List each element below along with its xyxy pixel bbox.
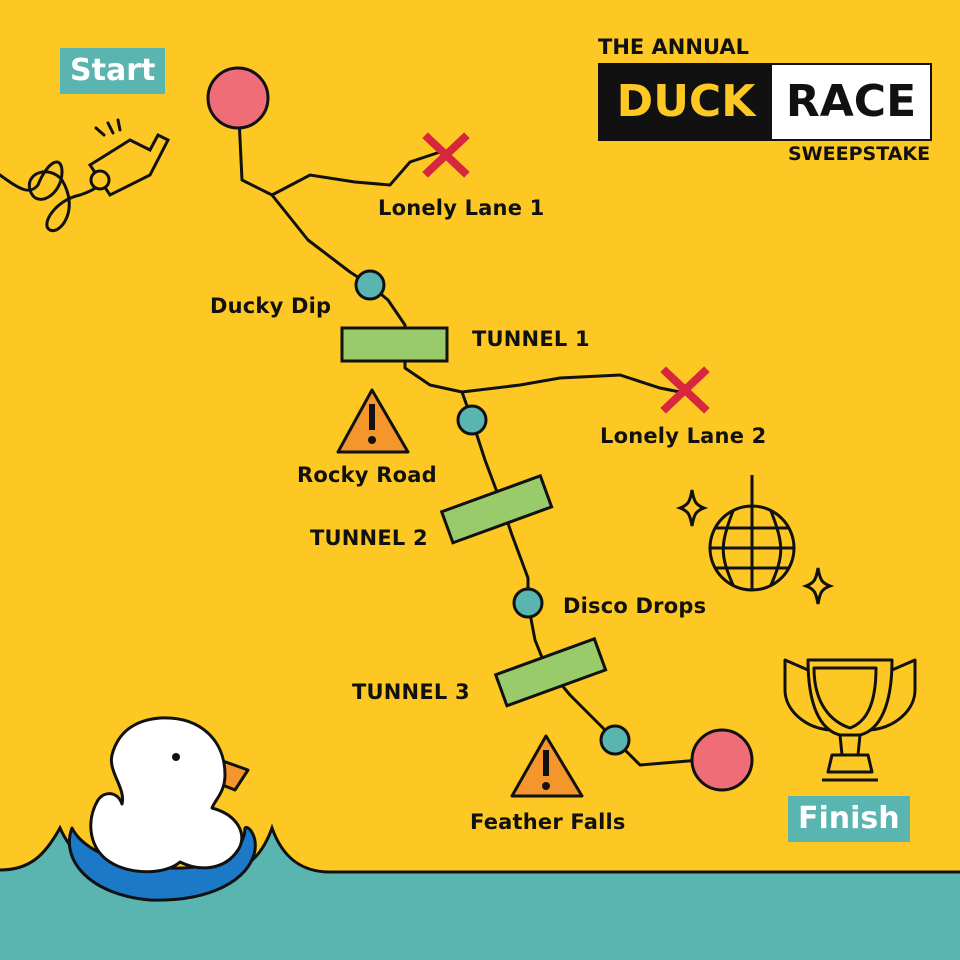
checkpoint-node — [456, 404, 488, 436]
lonely-lane-2-branch — [461, 373, 681, 394]
label-disco-drops: Disco Drops — [563, 594, 707, 618]
checkpoint-node — [599, 724, 631, 756]
disco-ball-icon — [675, 475, 835, 605]
tunnel-2-bar — [439, 473, 554, 545]
label-tunnel-2: TUNNEL 2 — [310, 526, 428, 550]
warning-icon — [336, 388, 410, 454]
warning-icon — [510, 734, 584, 798]
title-duck: DUCK — [600, 65, 772, 139]
race-route — [236, 97, 701, 767]
tunnel-3-bar — [493, 636, 608, 708]
label-feather-falls: Feather Falls — [470, 810, 626, 834]
start-node — [206, 66, 270, 130]
tunnel-1-bar — [340, 326, 449, 363]
finish-node — [690, 728, 754, 792]
label-tunnel-3: TUNNEL 3 — [352, 680, 470, 704]
finish-badge: Finish — [788, 796, 910, 842]
trophy-icon — [783, 658, 917, 782]
cross-icon — [422, 132, 470, 178]
checkpoint-node — [354, 269, 386, 301]
whistle-icon — [0, 118, 171, 233]
cross-icon — [660, 366, 710, 414]
lonely-lane-1-branch — [271, 150, 441, 197]
label-lonely-lane-2: Lonely Lane 2 — [600, 424, 767, 448]
label-rocky-road: Rocky Road — [297, 463, 437, 487]
title-sweepstake: SWEEPSTAKE — [788, 143, 931, 165]
label-ducky-dip: Ducky Dip — [210, 294, 332, 318]
title-box: DUCK RACE — [598, 63, 932, 141]
title-race: RACE — [772, 65, 930, 139]
title-annual: THE ANNUAL — [598, 35, 749, 59]
start-badge: Start — [60, 48, 166, 94]
label-lonely-lane-1: Lonely Lane 1 — [378, 196, 545, 220]
duck-icon — [67, 716, 257, 902]
checkpoint-node — [512, 587, 544, 619]
label-tunnel-1: TUNNEL 1 — [472, 327, 590, 351]
